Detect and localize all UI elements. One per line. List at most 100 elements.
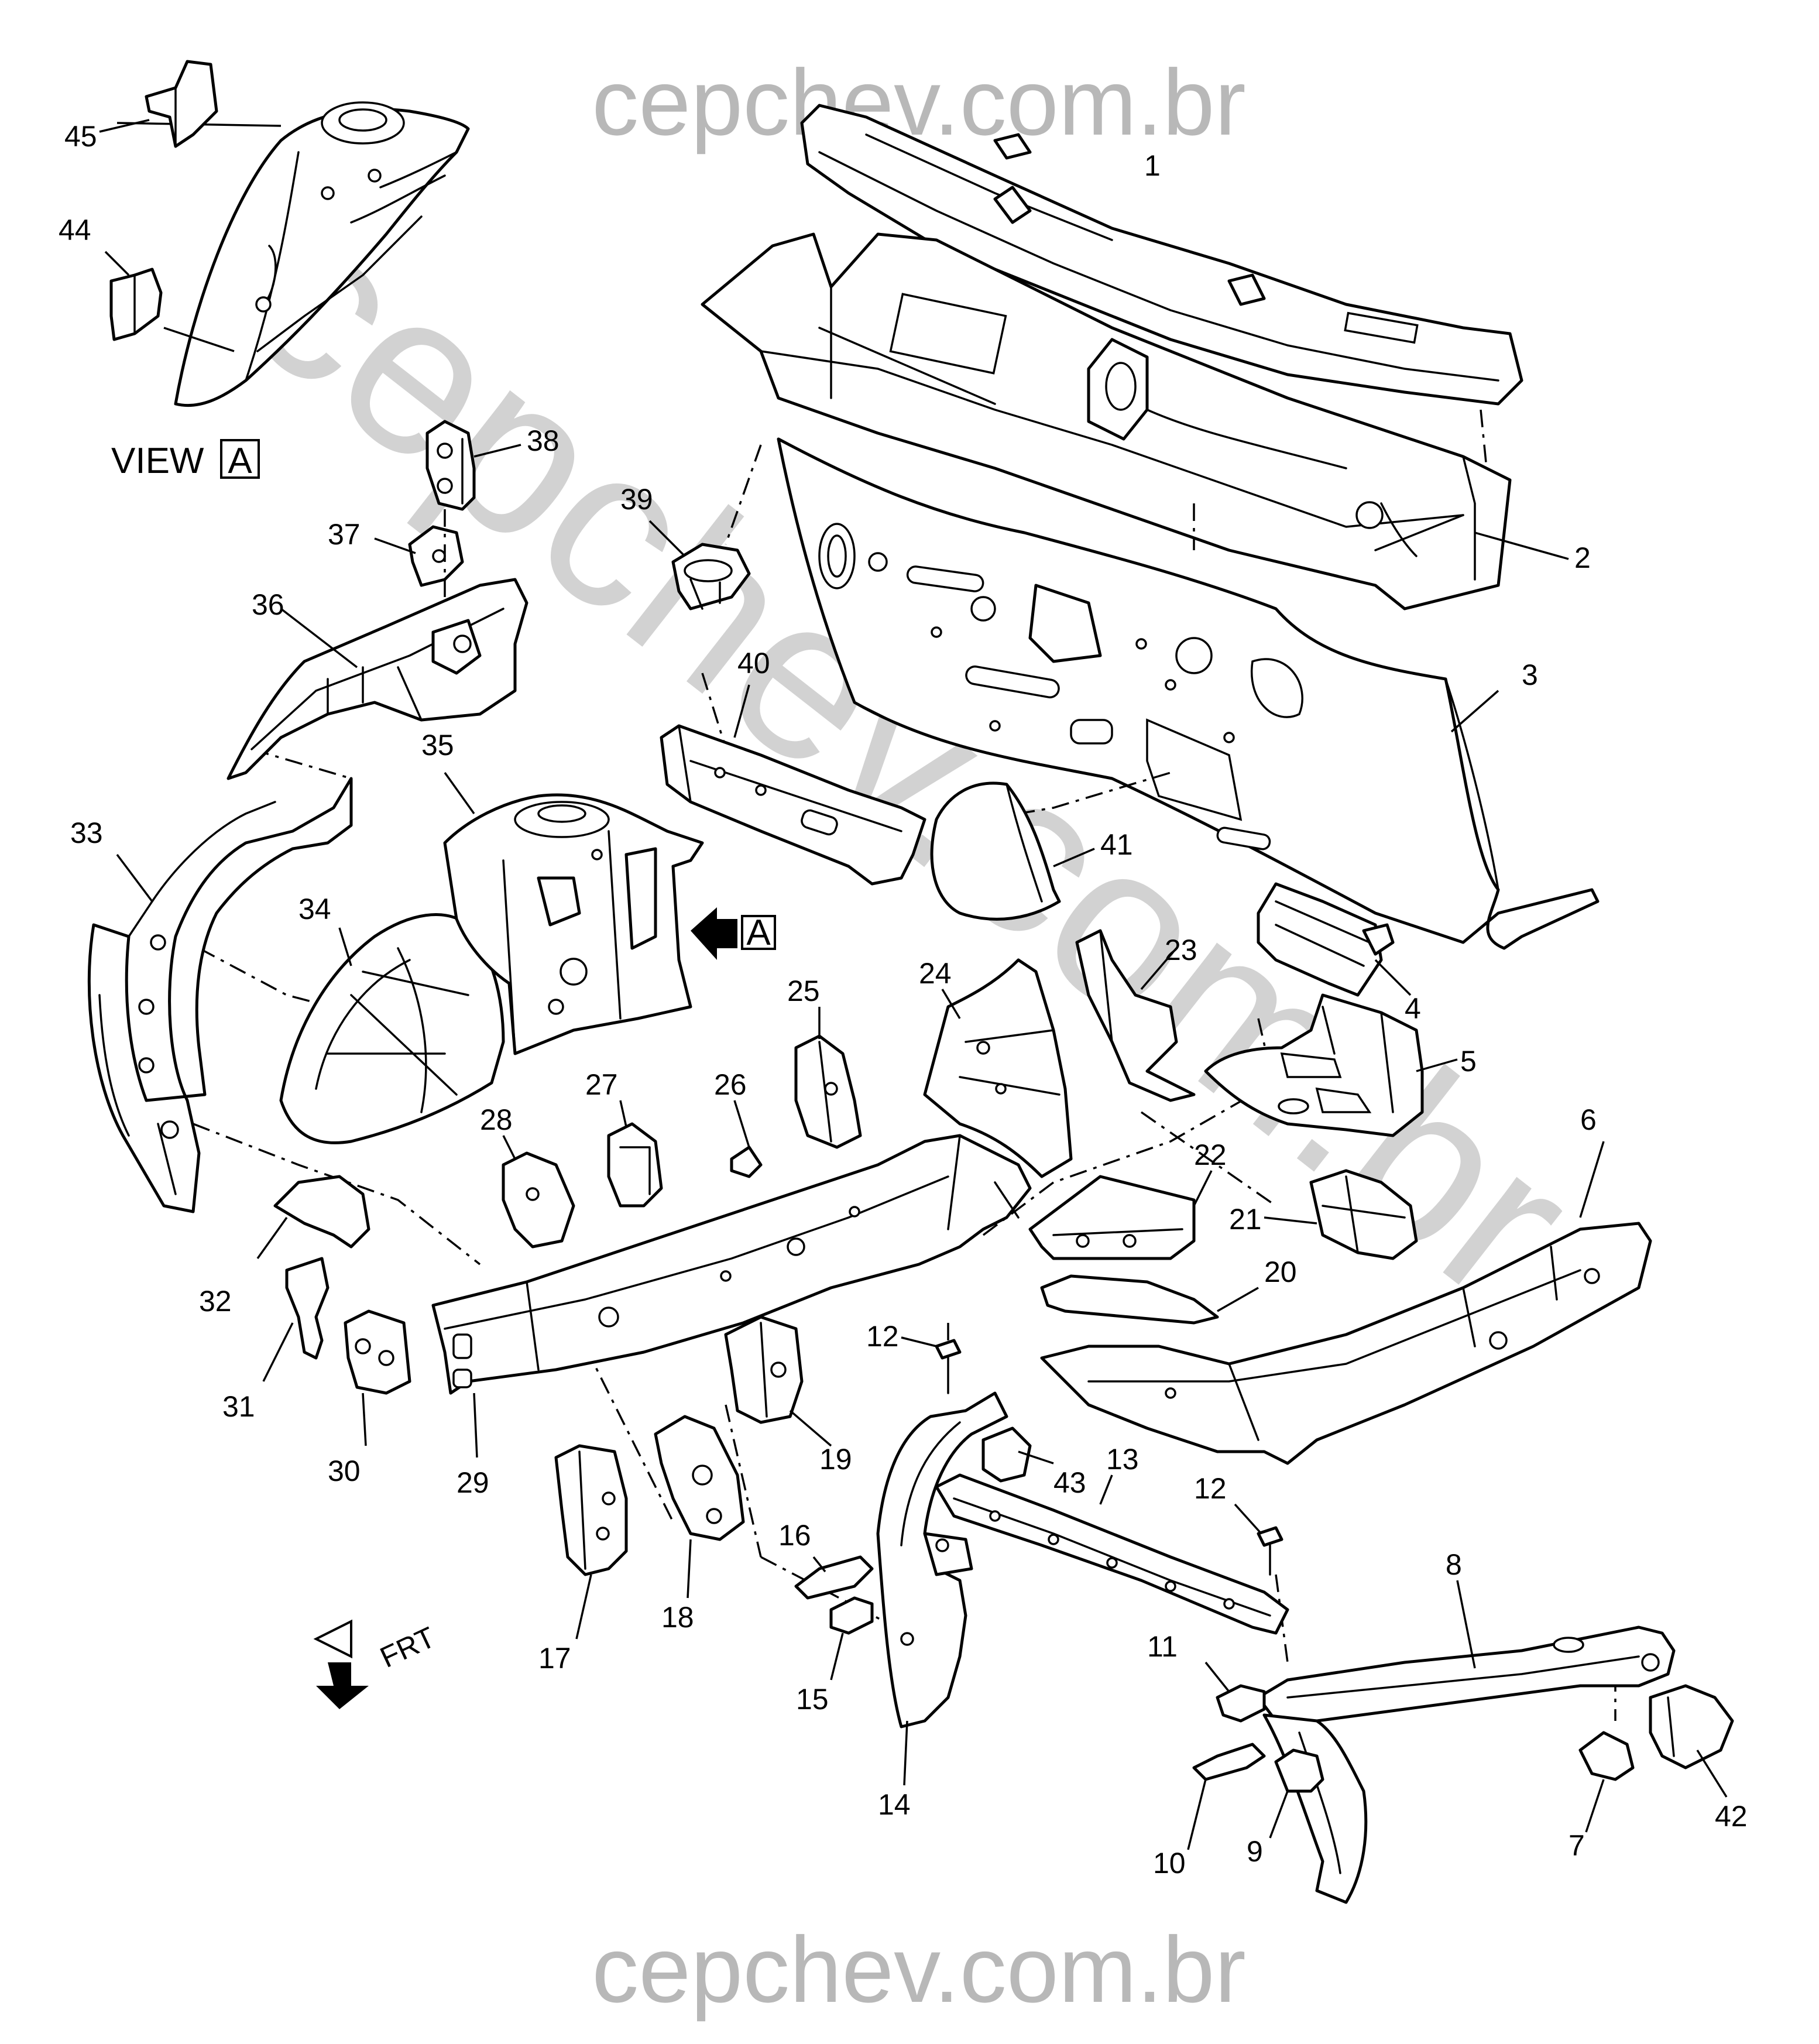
callout-43: 43	[1053, 1466, 1086, 1499]
callout-13: 13	[1106, 1443, 1139, 1476]
part-5-floor-panel	[1204, 993, 1458, 1137]
callout-36: 36	[252, 588, 284, 621]
callout-17: 17	[538, 1642, 571, 1675]
callout-25: 25	[787, 975, 820, 1007]
callout-12b: 12	[1194, 1472, 1227, 1505]
watermark-top: cepchev.com.br	[592, 50, 1246, 155]
callout-30: 30	[328, 1455, 361, 1487]
part-34-wheelhouse	[279, 913, 505, 1144]
callout-41: 41	[1100, 828, 1133, 861]
part-38-bracket	[425, 420, 521, 511]
part-21-bracket	[1264, 1169, 1418, 1260]
part-36-rail	[226, 578, 528, 780]
part-25-bracket	[794, 1007, 862, 1149]
callout-7: 7	[1569, 1829, 1585, 1862]
part-6-underbody-rail	[1040, 1141, 1652, 1465]
callout-24: 24	[919, 957, 952, 990]
callout-32: 32	[199, 1285, 232, 1318]
callout-9: 9	[1247, 1835, 1263, 1868]
callout-numbers: 1 2 3 4 5 6 7 8 9 10 11 12 12 13 14 15 1…	[59, 120, 1748, 1880]
callout-15: 15	[796, 1683, 829, 1716]
part-20-bracket	[1040, 1274, 1259, 1325]
part-2-plenum	[701, 232, 1569, 611]
callout-4: 4	[1405, 992, 1421, 1025]
part-37-bracket	[374, 509, 464, 644]
part-43-bracket	[981, 1426, 1054, 1483]
part-32-bracket	[256, 1175, 370, 1260]
callout-11: 11	[1147, 1630, 1178, 1663]
svg-text:VIEW: VIEW	[111, 441, 204, 481]
part-24-panel	[923, 958, 1073, 1178]
callout-12a: 12	[866, 1320, 899, 1353]
callout-38: 38	[527, 424, 560, 457]
part-22-bracket	[1028, 1170, 1213, 1260]
callout-23: 23	[1165, 934, 1197, 966]
callout-20: 20	[1264, 1256, 1297, 1288]
svg-text:FRT: FRT	[375, 1621, 440, 1674]
callout-5: 5	[1460, 1045, 1477, 1078]
part-11-bracket	[1204, 1661, 1266, 1723]
view-a-label: VIEW A	[111, 439, 260, 481]
part-41-cover	[930, 781, 1095, 921]
part-19-bracket	[724, 1315, 832, 1447]
callout-1: 1	[1144, 149, 1161, 182]
part-33-wheelhouse-rail	[87, 777, 353, 1213]
part-13-crossmember	[935, 1473, 1289, 1635]
part-16-bracket	[794, 1555, 874, 1600]
part-23-bracket	[1075, 929, 1196, 1102]
callout-14: 14	[878, 1788, 911, 1821]
callout-45: 45	[64, 120, 97, 153]
callout-6: 6	[1580, 1103, 1597, 1136]
part-9-bracket	[1269, 1748, 1324, 1839]
callout-37: 37	[328, 518, 361, 551]
callout-44: 44	[59, 214, 91, 246]
callout-2: 2	[1574, 541, 1591, 574]
part-30-bracket	[344, 1309, 411, 1446]
callout-8: 8	[1446, 1548, 1462, 1581]
part-7-bracket	[1578, 1731, 1635, 1833]
view-a-inset	[99, 60, 470, 407]
watermark-bottom: cepchev.com.br	[592, 1917, 1246, 2022]
part-40-reinforcement	[660, 684, 926, 886]
callout-26: 26	[714, 1068, 747, 1101]
part-31-bracket	[262, 1257, 330, 1382]
part-29-front-rail	[431, 1134, 1032, 1458]
part-39-grommet	[648, 520, 751, 611]
callout-18: 18	[661, 1601, 694, 1634]
svg-text:A: A	[228, 441, 252, 481]
part-12-bolt-upper	[901, 1336, 962, 1394]
callout-22: 22	[1194, 1138, 1227, 1171]
callout-40: 40	[737, 647, 770, 680]
part-18-bracket	[654, 1415, 745, 1599]
part-15-bracket	[829, 1596, 874, 1681]
callout-16: 16	[778, 1519, 811, 1552]
part-4-bracket	[1257, 882, 1412, 997]
part-45-bracket	[145, 60, 218, 148]
part-42-bracket	[1649, 1684, 1734, 1798]
part-8-rear-rail	[1257, 1580, 1676, 1904]
part-26-clip	[730, 1100, 763, 1178]
callout-3: 3	[1522, 659, 1538, 691]
callout-21: 21	[1229, 1203, 1262, 1236]
callout-35: 35	[421, 729, 454, 762]
callout-42: 42	[1715, 1800, 1748, 1833]
front-direction-arrow: FRT	[313, 1619, 440, 1709]
svg-text:A: A	[746, 913, 771, 953]
callout-39: 39	[620, 483, 653, 516]
callout-29: 29	[457, 1466, 489, 1499]
part-14-rail	[876, 1391, 1008, 1786]
part-28-bracket	[502, 1135, 575, 1249]
callout-31: 31	[222, 1390, 255, 1423]
callout-19: 19	[819, 1443, 852, 1476]
part-12-bolt-lower	[1234, 1503, 1283, 1576]
part-17-reinforcement	[554, 1444, 628, 1640]
part-3-dash-panel	[777, 437, 1600, 950]
callout-27: 27	[585, 1068, 618, 1101]
callout-33: 33	[70, 817, 103, 849]
part-44-bracket	[109, 267, 163, 341]
part-35-shock-tower	[443, 771, 704, 1055]
callout-10: 10	[1153, 1847, 1186, 1880]
view-a-arrow: A	[691, 907, 776, 960]
callout-28: 28	[480, 1103, 513, 1136]
